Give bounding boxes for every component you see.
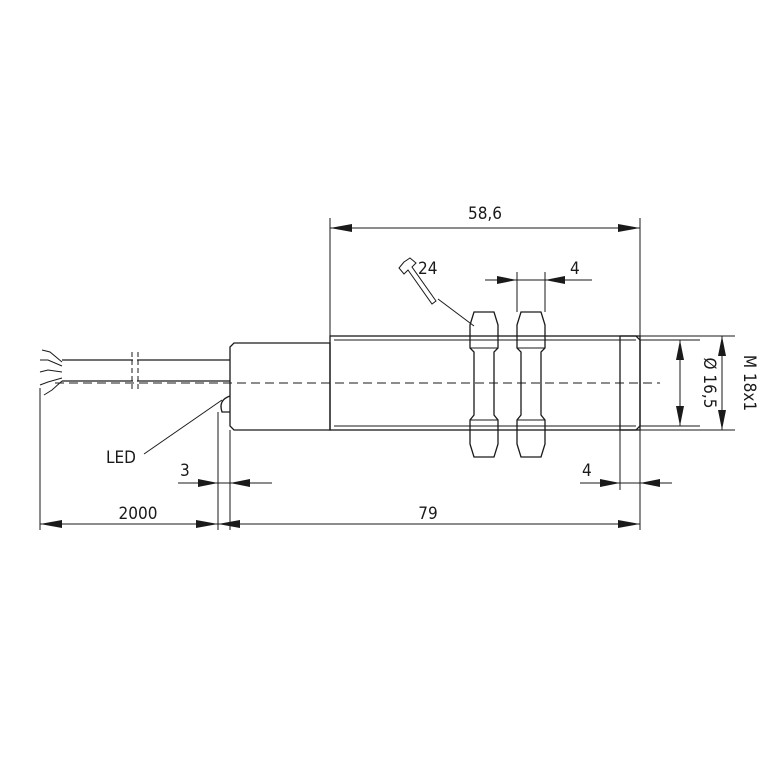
dim-thread-label: M 18x1 <box>739 355 759 411</box>
dim-led-offset: 3 <box>178 412 272 530</box>
dim-nut-width: 4 <box>485 259 592 312</box>
dim-led-offset-label: 3 <box>180 461 190 481</box>
dim-wrench-label: 24 <box>418 259 437 279</box>
dim-thread-end-label: 4 <box>582 461 592 481</box>
cable <box>62 352 230 390</box>
wrench-icon <box>398 257 437 305</box>
dim-thread-end: 4 <box>580 430 672 490</box>
dim-total-length-label: 79 <box>418 504 437 524</box>
dim-thread-length-label: 58,6 <box>468 204 502 224</box>
dim-nut-width-label: 4 <box>570 259 580 279</box>
nut-2 <box>516 311 546 458</box>
led-callout: LED <box>106 399 223 468</box>
led-label: LED <box>106 448 136 468</box>
dim-cable-length-label: 2000 <box>119 504 158 524</box>
cable-wires-icon <box>39 349 63 396</box>
dim-diameter-label: Ø 16,5 <box>699 358 719 409</box>
dim-thread-length: 58,6 <box>329 204 641 336</box>
dim-cable-length: 2000 <box>39 388 218 530</box>
dim-total-length: 79 <box>218 430 641 530</box>
nut-1 <box>469 311 499 458</box>
dim-wrench: 24 <box>398 257 475 327</box>
dim-diameter: Ø 16,5 <box>640 339 719 427</box>
dim-thread: M 18x1 <box>640 335 759 431</box>
